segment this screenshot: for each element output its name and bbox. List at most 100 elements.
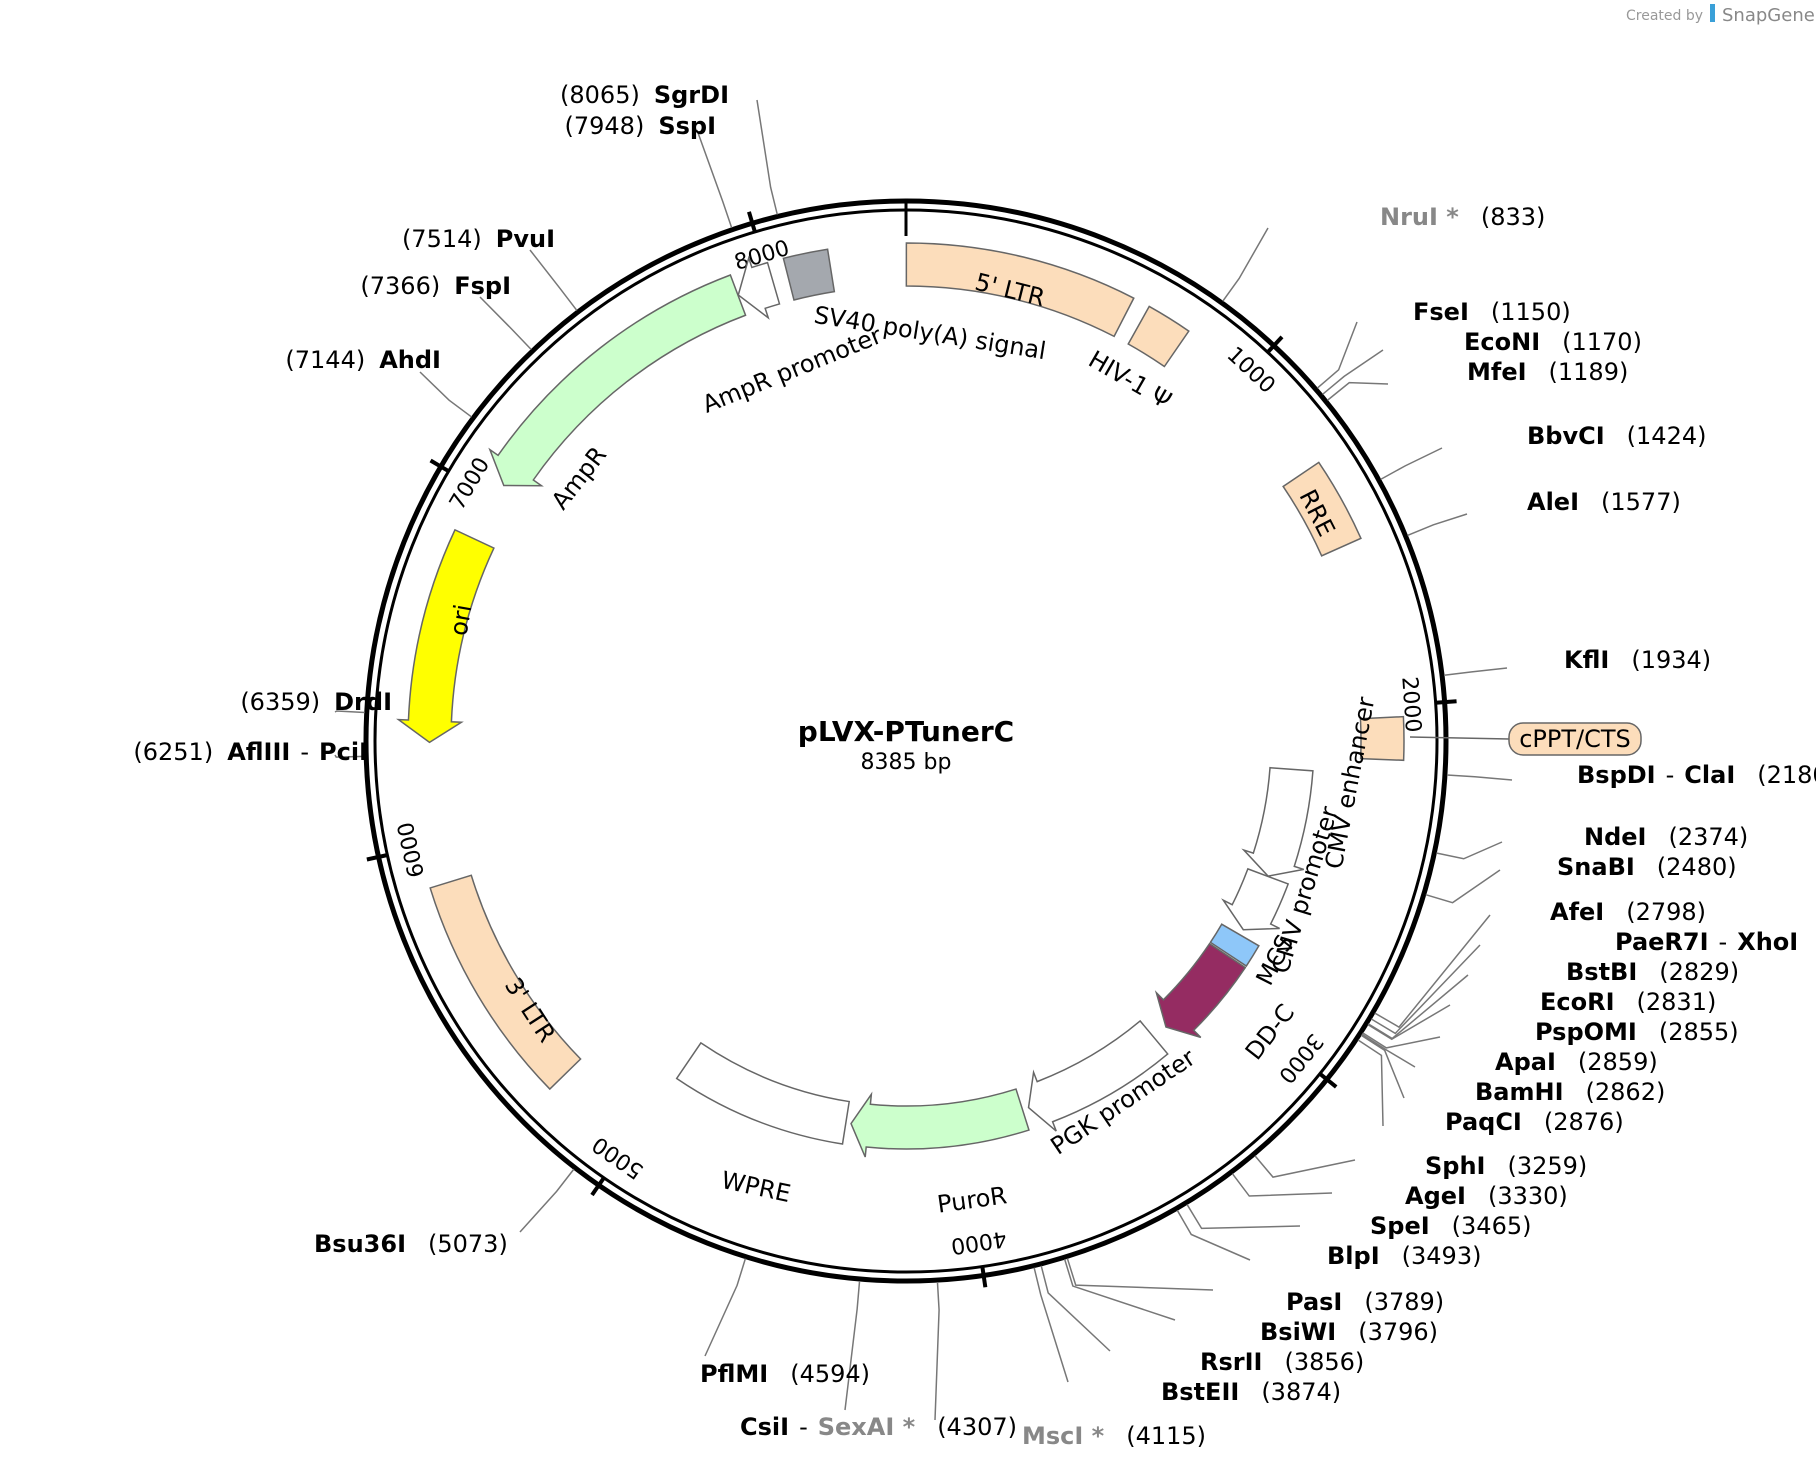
site-drdi[interactable]: (6359)DrdI [240,688,392,716]
site-paer7i[interactable]: PaeR7I-XhoI(2815) [1615,928,1816,956]
site-position: (833) [1481,203,1546,231]
tick-label-4000: 4000 [949,1225,1008,1258]
site-afliii[interactable]: (6251)AflIII-PciI [133,738,368,766]
feature-sv40-poly-a-signal[interactable] [782,248,836,301]
tick-8000 [747,211,757,233]
feature-label-ori: ori [445,602,478,638]
site-leader-agei [1231,1173,1333,1197]
site-afei[interactable]: AfeI(2798) [1550,898,1706,926]
site-leader-paer7i [1370,944,1481,1035]
site-econi[interactable]: EcoNI(1170) [1464,328,1642,356]
site-sphi[interactable]: SphI(3259) [1425,1152,1587,1180]
feature-dd-c[interactable] [1154,942,1247,1039]
site-fsei[interactable]: FseI(1150) [1413,298,1571,326]
site-bsiwi[interactable]: BsiWI(3796) [1260,1318,1438,1346]
feature-mcs[interactable] [1209,923,1260,968]
site-position: (6251) [133,738,213,766]
site-msci[interactable]: MscI *(4115) [1022,1422,1206,1450]
feature-ori[interactable] [396,528,495,744]
site-apai[interactable]: ApaI(2859) [1495,1048,1658,1076]
site-enzyme: BspDI [1577,761,1656,789]
tick-1000 [1266,335,1284,354]
site-bsteii[interactable]: BstEII(3874) [1161,1378,1341,1406]
site-enzyme: BstBI [1566,958,1637,986]
site-sgrdi[interactable]: (8065)SgrDI [560,81,729,109]
tick-2000 [1435,699,1457,705]
plasmid-name: pLVX-PTunerC [798,715,1014,748]
snapgene-logo-icon [1710,4,1715,22]
feature-ampr-promoter[interactable] [737,255,781,320]
site-leader-spei [1186,1204,1301,1230]
site-fspi[interactable]: (7366)FspI [360,272,511,300]
site-bsu36i[interactable]: Bsu36I(5073) [314,1230,508,1258]
site-enzyme: FseI [1413,298,1469,326]
site-leader-bstbi [1367,974,1469,1040]
site-pspomi[interactable]: PspOMI(2855) [1535,1018,1739,1046]
site-enzyme: SnaBI [1557,853,1635,881]
site-leader-nrui [1222,227,1269,302]
site-sspi[interactable]: (7948)SspI [565,112,717,140]
site-enzyme: PasI [1286,1288,1342,1316]
site-leader-econi [1322,349,1384,395]
site-enzyme: SpeI [1370,1212,1430,1240]
feature-cmv-enhancer[interactable] [1241,766,1314,877]
feature-cppt-cts[interactable] [1359,715,1405,762]
feature-3-ltr[interactable] [429,874,582,1091]
site-nrui[interactable]: NruI *(833) [1380,203,1545,231]
site-leader-pflmi [704,1258,747,1357]
site-alei[interactable]: AleI(1577) [1527,488,1681,516]
site-leader-bbvci [1380,447,1443,481]
site-position: (3330) [1488,1182,1568,1210]
site-enzyme-2: XhoI [1737,928,1798,956]
tick-4000 [980,1266,988,1288]
site-ecori[interactable]: EcoRI(2831) [1540,988,1716,1016]
site-bstbi[interactable]: BstBI(2829) [1566,958,1739,986]
feature-wpre[interactable] [675,1041,851,1145]
site-enzyme-2: PciI [319,738,368,766]
snapgene-credit: Created by SnapGene [1626,4,1815,26]
site-enzyme: PflMI [700,1360,768,1388]
site-bbvci[interactable]: BbvCI(1424) [1527,422,1706,450]
feature-hiv-1[interactable] [1127,305,1190,368]
feature-puror[interactable] [850,1088,1030,1158]
feature-cmv-promoter[interactable] [1221,867,1290,931]
feature-rre[interactable] [1282,461,1362,557]
site-snabi[interactable]: SnaBI (2480) [1557,853,1737,881]
feature-arcs [396,242,1405,1158]
site-agei[interactable]: AgeI(3330) [1405,1182,1568,1210]
site-enzyme: PspOMI [1535,1018,1637,1046]
site-bamhi[interactable]: BamHI(2862) [1475,1078,1665,1106]
site-leader-bamhi [1360,1034,1405,1099]
site-pflmi[interactable]: PflMI(4594) [700,1360,870,1388]
site-enzyme: ApaI [1495,1048,1556,1076]
site-position: (1934) [1631,646,1711,674]
site-enzyme: SspI [658,112,716,140]
site-ahdi[interactable]: (7144)AhdI [285,346,441,374]
feature-5-ltr[interactable] [905,242,1135,338]
site-position: (8065) [560,81,640,109]
site-position: (7144) [285,346,365,374]
site-position: (3789) [1364,1288,1444,1316]
site-kfli[interactable]: KflI(1934) [1564,646,1711,674]
site-ndei[interactable]: NdeI(2374) [1584,823,1748,851]
site-leader-ecori [1367,1004,1451,1041]
site-rsrii[interactable]: RsrII(3856) [1200,1348,1364,1376]
site-blpi[interactable]: BlpI(3493) [1327,1242,1481,1270]
site-csii[interactable]: CsiI-SexAI *(4307) [740,1413,1017,1441]
site-paqci[interactable]: PaqCI(2876) [1445,1108,1624,1136]
site-position: (3465) [1452,1212,1532,1240]
site-separator: - [1719,928,1728,956]
site-bspdi[interactable]: BspDI-ClaI(2180) [1577,761,1816,789]
site-spei[interactable]: SpeI (3465) [1370,1212,1531,1240]
feature-pgk-promoter[interactable] [1027,1019,1169,1132]
feature-ampr[interactable] [488,274,747,487]
site-pasi[interactable]: PasI (3789) [1286,1288,1444,1316]
site-position: (1189) [1549,358,1629,386]
site-pvui[interactable]: (7514)PvuI [402,225,555,253]
tick-5000 [590,1176,606,1197]
site-leader-blpi [1176,1209,1251,1261]
site-position: (2480) [1657,853,1737,881]
site-leader-sphi [1254,1155,1356,1178]
site-mfei[interactable]: MfeI(1189) [1467,358,1628,386]
site-position: (5073) [428,1230,508,1258]
